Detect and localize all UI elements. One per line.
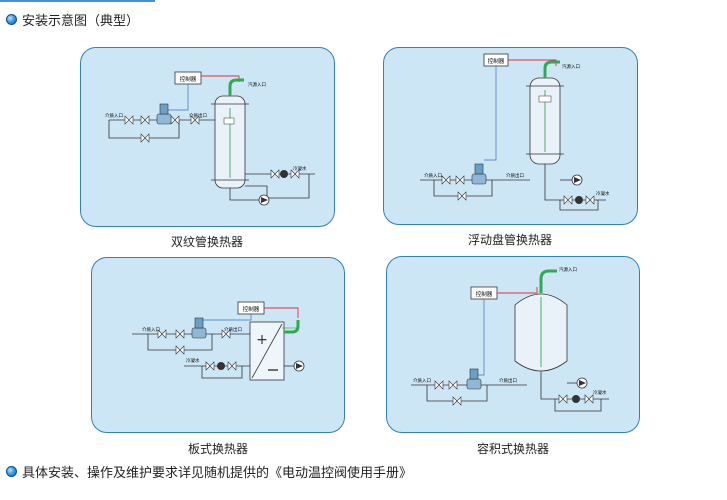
steam-inlet-label: 汽源入口 (562, 63, 580, 70)
caption-twin-tube: 双纹管换热器 (170, 235, 243, 249)
bullet-icon (6, 14, 17, 25)
diagram-twin-tube: 控制器 汽源入口 介质入口 介质出口 冷凝水 (105, 71, 315, 206)
top-rule (0, 0, 155, 2)
medium-outlet-label: 介质出口 (224, 326, 242, 333)
medium-outlet-label: 介质出口 (506, 172, 524, 179)
diagram-panel-floating-coil: 控制器 汽源入口 介质入口 介质出口 冷凝水 (383, 47, 638, 225)
heading-text: 具体安装、操作及维护要求详见随机提供的《电动温控阀使用手册》 (22, 466, 413, 481)
diagram-panel-plate: 控制器 + 介质入口 介质出口 冷凝水 (91, 257, 345, 433)
caption-plate: 板式换热器 (187, 442, 248, 456)
medium-inlet-label: 介质入口 (413, 377, 431, 384)
condensate-label: 冷凝水 (596, 190, 610, 197)
diagram-panel-volumetric: 控制器 汽源入口 介质入口 介质出口 冷凝水 (386, 256, 640, 433)
heading-text: 安装示意图（典型） (22, 14, 140, 29)
diagram-plate: 控制器 + 介质入口 介质出口 冷凝水 (132, 301, 305, 381)
steam-inlet-label: 汽源入口 (559, 266, 577, 273)
medium-inlet-label: 介质入口 (105, 112, 123, 119)
caption-floating-coil: 浮动盘管换热器 (467, 233, 552, 247)
medium-outlet-label: 介质出口 (189, 112, 207, 119)
medium-inlet-label: 介质入口 (424, 172, 442, 179)
condensate-label: 冷凝水 (293, 165, 307, 172)
medium-outlet-label: 介质出口 (499, 377, 517, 384)
caption-volumetric: 容积式换热器 (476, 442, 549, 456)
section-heading-manual: 具体安装、操作及维护要求详见随机提供的《电动温控阀使用手册》 (6, 462, 412, 481)
section-heading-install: 安装示意图（典型） (6, 10, 139, 29)
svg-text:+: + (256, 332, 268, 348)
controller-label: 控制器 (488, 57, 505, 65)
medium-inlet-label: 介质入口 (142, 326, 160, 333)
controller-label: 控制器 (243, 305, 260, 313)
steam-inlet-label: 汽源入口 (248, 81, 266, 88)
diagram-floating-coil: 控制器 汽源入口 介质入口 介质出口 冷凝水 (420, 53, 610, 211)
controller-label: 控制器 (180, 75, 197, 83)
diagram-volumetric: 控制器 汽源入口 介质入口 介质出口 冷凝水 (411, 266, 609, 412)
controller-label: 控制器 (476, 290, 493, 298)
bullet-icon (6, 466, 17, 477)
condensate-label: 冷凝水 (186, 357, 200, 364)
diagram-panel-twin-tube: 控制器 汽源入口 介质入口 介质出口 冷凝水 (80, 47, 335, 227)
condensate-label: 冷凝水 (593, 389, 607, 396)
